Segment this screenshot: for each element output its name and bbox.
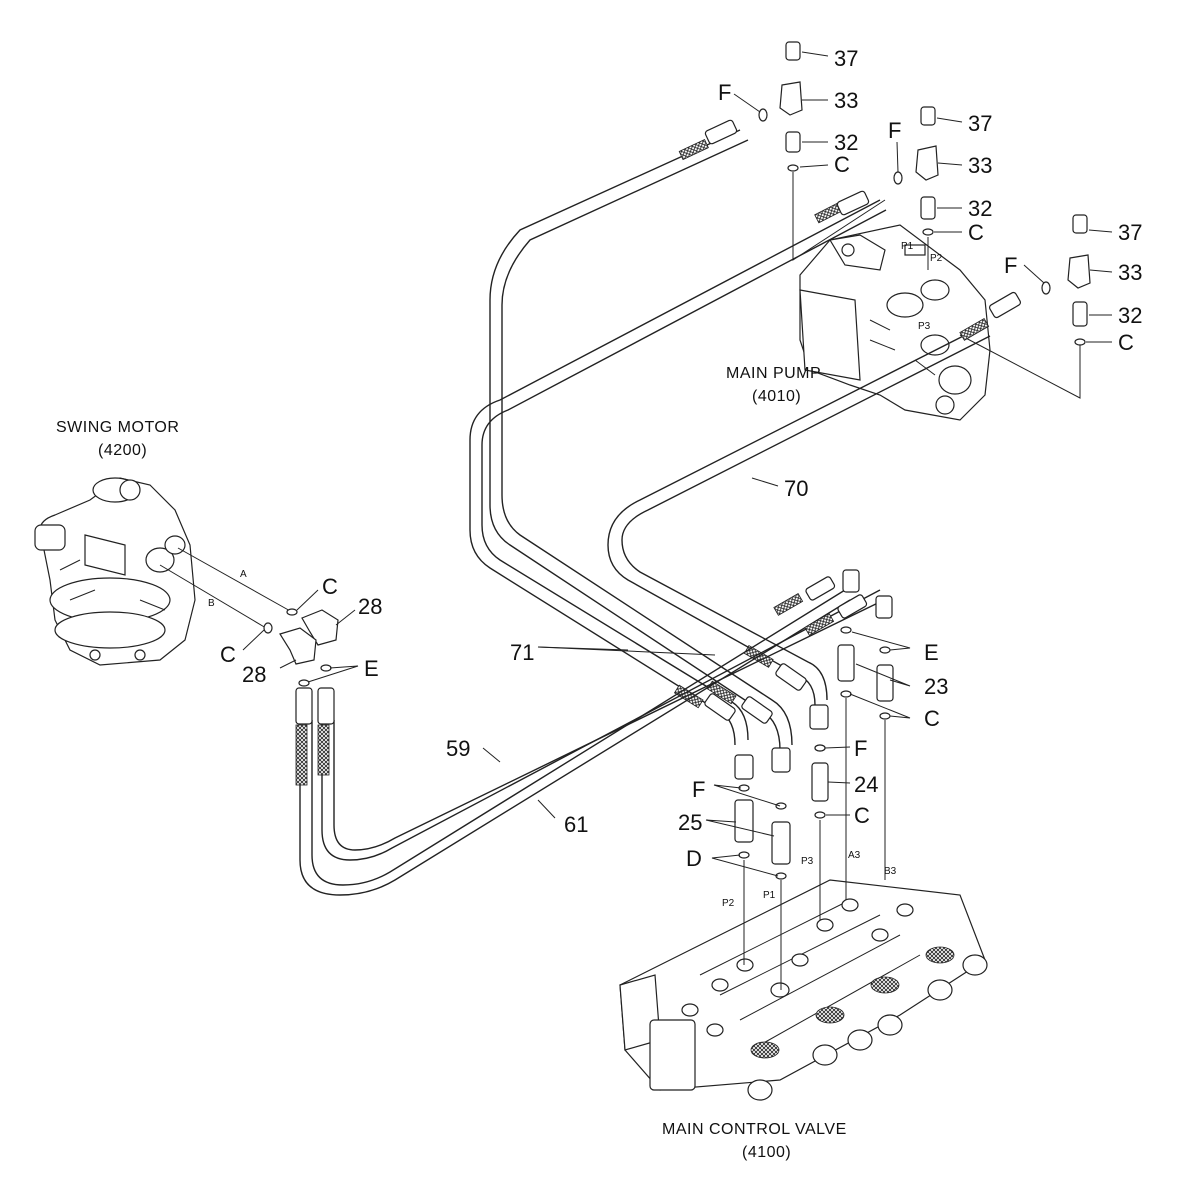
main-control-valve-drawing [619,879,988,1101]
main-pump-name: MAIN PUMP [726,365,821,382]
swing-motor-code: (4200) [98,442,147,459]
callout-33-b: 33 [968,153,992,178]
callout-28-b: 28 [242,662,266,687]
callout-f-b: F [888,118,901,143]
mcv-port-p2: P2 [722,898,735,909]
callout-c-motor-a: C [322,574,338,599]
callout-23: 23 [924,674,948,699]
main-pump-code: (4010) [752,388,801,405]
mcv-port-p1: P1 [763,890,776,901]
callout-c-motor-b: C [220,642,236,667]
pump-port-p1: P1 [901,241,914,252]
hose-70 [607,291,1021,730]
callout-e-mcv: E [924,640,939,665]
callout-59: 59 [446,736,470,761]
callout-61: 61 [564,812,588,837]
callout-f-mcv-a: F [854,736,867,761]
callout-33-c: 33 [1118,260,1142,285]
callout-32-b: 32 [968,196,992,221]
callout-f-c: F [1004,253,1017,278]
callout-c-mcv-a: C [924,706,940,731]
callout-f-mcv-b: F [692,777,705,802]
mcv-port-p3: P3 [801,856,814,867]
mcv-adapters [263,608,894,990]
callout-37-a: 37 [834,46,858,71]
main-pump-drawing [799,224,991,421]
callout-32-c: 32 [1118,303,1142,328]
callout-37-b: 37 [968,111,992,136]
callout-33-a: 33 [834,88,858,113]
callout-c-b: C [968,220,984,245]
callout-71: 71 [510,640,534,665]
mcv-port-b3: B3 [884,866,897,877]
pump-fittings [758,41,1091,346]
callout-f-a: F [718,80,731,105]
callout-e-motor: E [364,656,379,681]
hose-59-61 [295,569,893,896]
callout-37-c: 37 [1118,220,1142,245]
pump-port-p2: P2 [930,253,943,264]
hose-71 [469,119,887,780]
callout-70: 70 [784,476,808,501]
mcv-code: (4100) [742,1144,791,1161]
callout-c-c: C [1118,330,1134,355]
swing-motor-name: SWING MOTOR [56,419,179,436]
callout-32-a: 32 [834,130,858,155]
callout-c-mcv-b: C [854,803,870,828]
mcv-name: MAIN CONTROL VALVE [662,1121,847,1138]
pump-port-p3: P3 [918,321,931,332]
swing-motor-drawing [34,477,196,666]
port-label-a: A [240,569,247,580]
callout-25: 25 [678,810,702,835]
callout-leaders [242,51,1113,877]
fitting-28-pair [279,609,339,665]
callout-28-a: 28 [358,594,382,619]
mcv-port-a3: A3 [848,850,861,861]
port-label-b: B [208,598,215,609]
callout-24: 24 [854,772,878,797]
callout-d: D [686,846,702,871]
callout-c-a: C [834,152,850,177]
